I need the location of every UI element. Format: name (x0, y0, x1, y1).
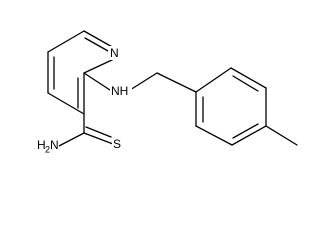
bond-c3-c4 (47, 92, 85, 115)
bond-cs-s (83, 132, 114, 145)
bond-r6-r1 (195, 67, 232, 93)
bond-r2-r3 (195, 125, 233, 146)
bond-nh-ch2 (129, 72, 158, 91)
atom-labels: N NH S H 2 N (36, 46, 132, 155)
amide-h-label: H (37, 138, 46, 152)
pyridine-ring (47, 30, 115, 115)
bond-c5-c6 (47, 30, 85, 53)
bond-ch2-ring (156, 72, 197, 93)
amine-nh-label: NH (111, 84, 128, 98)
benzylamine-chain (83, 72, 197, 93)
bond-n1-c2 (83, 58, 115, 74)
bond-c2-nh (83, 72, 114, 93)
bond-r3-r4 (231, 125, 267, 146)
thioamide-group (56, 113, 114, 148)
amide-nitrogen-label: N (50, 138, 59, 152)
double-bond-cs-s (85, 126, 112, 138)
bond-cs-nh2 (56, 132, 85, 148)
bond-methyl (265, 125, 298, 146)
sulfur-label: S (113, 137, 121, 151)
double-bond-r5-r6 (232, 75, 259, 92)
bond-r5-r6 (230, 67, 267, 89)
tolyl-ring (195, 67, 298, 146)
double-bond-c6-n1 (84, 37, 109, 52)
structure-diagram: N NH S H 2 N (36, 30, 298, 155)
bond-c6-n1 (83, 30, 115, 49)
ring-nitrogen-label: N (110, 46, 119, 60)
double-bond-r3-r4 (232, 123, 259, 139)
amide-subscript-label: 2 (45, 144, 50, 154)
